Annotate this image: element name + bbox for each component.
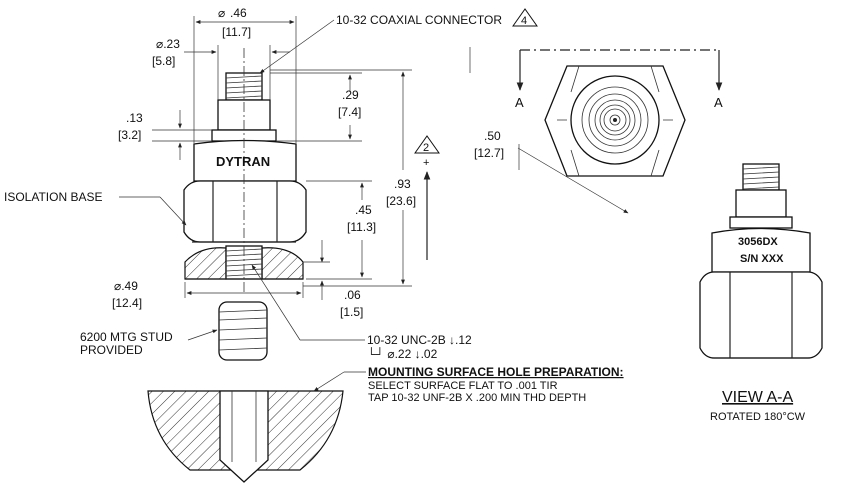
hex-flats-mm: [12.7]	[474, 146, 504, 160]
view-aa-connector-shank	[735, 189, 787, 218]
mounting-note-title: MOUNTING SURFACE HOLE PREPARATION:	[368, 365, 624, 379]
mounting-note-line1: SELECT SURFACE FLAT TO .001 TIR	[368, 380, 558, 392]
coaxial-note-number: 4	[521, 15, 527, 27]
mounting-note-line2: TAP 10-32 UNF-2B X .200 MIN THD DEPTH	[368, 392, 586, 404]
sensor-body	[193, 139, 297, 182]
coaxial-connector-label: 10-32 COAXIAL CONNECTOR	[336, 13, 502, 27]
view-aa-connector-thread	[742, 163, 780, 191]
thread-spec-label: 10-32 UNC-2B ↓.12	[367, 333, 472, 347]
overall-height-label: .93	[394, 177, 411, 191]
base-dia-label: ⌀.49	[114, 279, 138, 293]
connector-dia-symbol: ⌀	[218, 6, 225, 20]
counterbore-spec-label: └┘ ⌀.22 ↓.02	[367, 347, 438, 361]
sensor-side-view	[183, 48, 307, 295]
view-aa-subtitle: ROTATED 180°CW	[710, 411, 806, 423]
base-gap-mm: [1.5]	[340, 305, 363, 319]
section-marker-right: A	[714, 95, 723, 110]
mounting-stud-label-2: PROVIDED	[80, 343, 143, 357]
hex-height-label: .45	[355, 203, 372, 217]
view-aa-serial: S/N XXX	[740, 253, 784, 265]
overall-height-mm: [23.6]	[386, 194, 416, 208]
connector-thread	[225, 72, 263, 101]
isolation-base-label: ISOLATION BASE	[4, 190, 102, 204]
connector-height-label: .29	[342, 88, 359, 102]
view-aa-title: VIEW A-A	[722, 389, 793, 406]
mounting-stud	[218, 301, 268, 361]
view-aa-hex	[699, 271, 823, 359]
leader-lines	[119, 19, 629, 392]
connector-dia-mm: [11.7]	[222, 25, 251, 39]
shoulder-mm: [3.2]	[118, 128, 141, 142]
sensor-view-aa	[699, 163, 823, 359]
axis-note-triangle	[414, 135, 440, 154]
section-marker-left: A	[515, 95, 524, 110]
sensor-top-view	[544, 65, 686, 177]
hex-height-mm: [11.3]	[347, 220, 376, 234]
connector-dia-label: .46	[230, 6, 247, 20]
thread-dia-mm: [5.8]	[152, 54, 175, 68]
shoulder-label: .13	[126, 111, 143, 125]
hex-flats-label: .50	[484, 129, 501, 143]
thread-dia-label: ⌀.23	[156, 37, 180, 51]
mounting-stud-label-1: 6200 MTG STUD	[80, 330, 173, 344]
dimension-lines	[152, 16, 431, 300]
hex-body	[183, 180, 307, 243]
coaxial-note-triangle	[512, 8, 538, 27]
view-aa-body	[711, 227, 811, 273]
section-marker	[469, 47, 723, 170]
axis-sign: +	[423, 157, 429, 169]
mounting-surface-section	[147, 390, 344, 483]
view-aa-model: 3056DX	[738, 236, 778, 248]
brand-label: DYTRAN	[216, 154, 270, 169]
base-gap-label: .06	[344, 288, 361, 302]
connector-height-mm: [7.4]	[338, 105, 361, 119]
axis-note-number: 2	[423, 142, 429, 154]
base-dia-mm: [12.4]	[112, 296, 142, 310]
